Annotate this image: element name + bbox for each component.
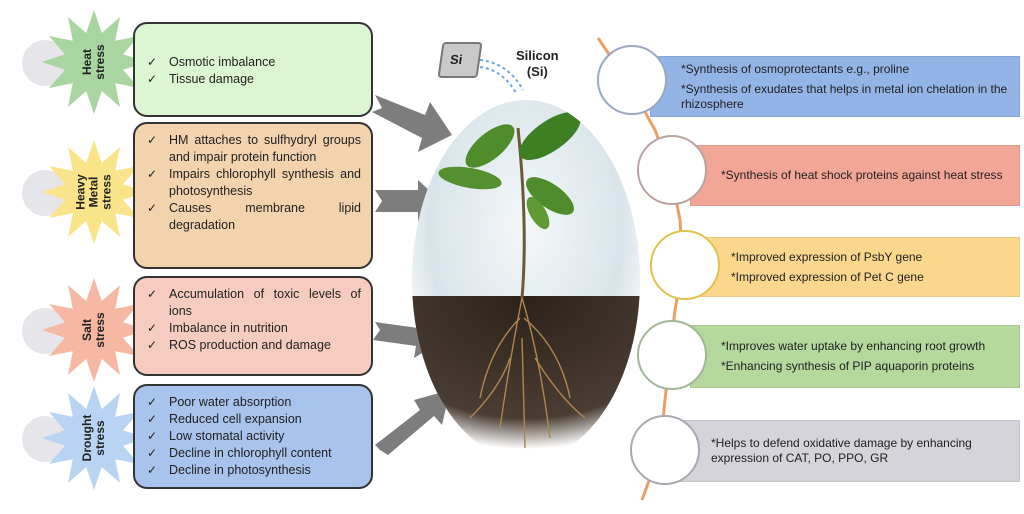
effect-item: HM attaches to sulfhydryl groups and imp… bbox=[147, 132, 361, 166]
plant-image bbox=[412, 100, 640, 460]
silicon-benefit-box: *Synthesis of heat shock proteins agains… bbox=[690, 145, 1020, 206]
stress-label: Heat stress bbox=[80, 44, 107, 80]
effect-item: Imbalance in nutrition bbox=[147, 320, 361, 337]
effect-item: ROS production and damage bbox=[147, 337, 361, 354]
silicon-symbol: Si bbox=[449, 52, 464, 67]
benefit-item: *Synthesis of exudates that helps in met… bbox=[681, 81, 1008, 111]
benefit-circle bbox=[637, 320, 707, 390]
water-drops bbox=[479, 59, 524, 94]
effect-item: Osmotic imbalance bbox=[147, 54, 275, 71]
silicon-benefit-box: *Improves water uptake by enhancing root… bbox=[690, 325, 1020, 388]
effect-item: Tissue damage bbox=[147, 71, 275, 88]
stress-label: Salt stress bbox=[80, 312, 107, 348]
stress-burst: Salt stress bbox=[42, 278, 146, 382]
effect-item: Poor water absorption bbox=[147, 394, 332, 411]
benefit-circle bbox=[597, 45, 667, 115]
stress-burst: Heavy Metal stress bbox=[42, 140, 146, 244]
silicon-watering-can-icon: Si bbox=[437, 42, 483, 78]
silicon-benefit-box: *Improved expression of PsbY gene *Improv… bbox=[700, 237, 1020, 297]
benefit-circle bbox=[650, 230, 720, 300]
stress-label: Drought stress bbox=[80, 414, 107, 462]
effect-item: Reduced cell expansion bbox=[147, 411, 332, 428]
benefit-circle bbox=[637, 135, 707, 205]
stress-burst: Drought stress bbox=[42, 386, 146, 490]
benefit-item: *Improved expression of Pet C gene bbox=[731, 269, 924, 284]
silicon-label: Silicon (Si) bbox=[516, 48, 559, 80]
stress-burst: Heat stress bbox=[42, 10, 146, 114]
benefit-item: *Helps to defend oxidative damage by enh… bbox=[711, 436, 972, 465]
stress-effects-box: Accumulation of toxic levels of ionsImba… bbox=[133, 276, 373, 376]
silicon-abbr: (Si) bbox=[526, 64, 548, 79]
arrow-drought bbox=[375, 390, 450, 455]
benefit-item: *Synthesis of osmoprotectants e.g., prol… bbox=[681, 61, 910, 76]
benefit-item: *Synthesis of heat shock proteins agains… bbox=[721, 168, 1003, 182]
silicon-name: Silicon bbox=[516, 48, 559, 63]
silicon-benefit-box: *Synthesis of osmoprotectants e.g., prol… bbox=[650, 56, 1020, 117]
arrow-heat bbox=[372, 95, 452, 152]
silicon-benefit-box: *Helps to defend oxidative damage by enh… bbox=[680, 420, 1020, 482]
benefit-item: *Improved expression of PsbY gene bbox=[731, 249, 923, 264]
benefit-circle bbox=[630, 415, 700, 485]
stress-effects-box: HM attaches to sulfhydryl groups and imp… bbox=[133, 122, 373, 269]
effect-item: Causes membrane lipid degradation bbox=[147, 200, 361, 234]
stress-label: Heavy Metal stress bbox=[73, 174, 114, 210]
effect-item: Decline in chlorophyll content bbox=[147, 445, 332, 462]
stress-effects-box: Osmotic imbalanceTissue damage bbox=[133, 22, 373, 117]
effect-item: Low stomatal activity bbox=[147, 428, 332, 445]
effect-item: Impairs chlorophyll synthesis and photos… bbox=[147, 166, 361, 200]
benefit-item: *Improves water uptake by enhancing root… bbox=[721, 339, 986, 353]
stress-effects-box: Poor water absorptionReduced cell expans… bbox=[133, 384, 373, 489]
benefit-item: *Enhancing synthesis of PIP aquaporin pr… bbox=[721, 359, 975, 373]
effect-item: Decline in photosynthesis bbox=[147, 462, 332, 479]
effect-item: Accumulation of toxic levels of ions bbox=[147, 286, 361, 320]
